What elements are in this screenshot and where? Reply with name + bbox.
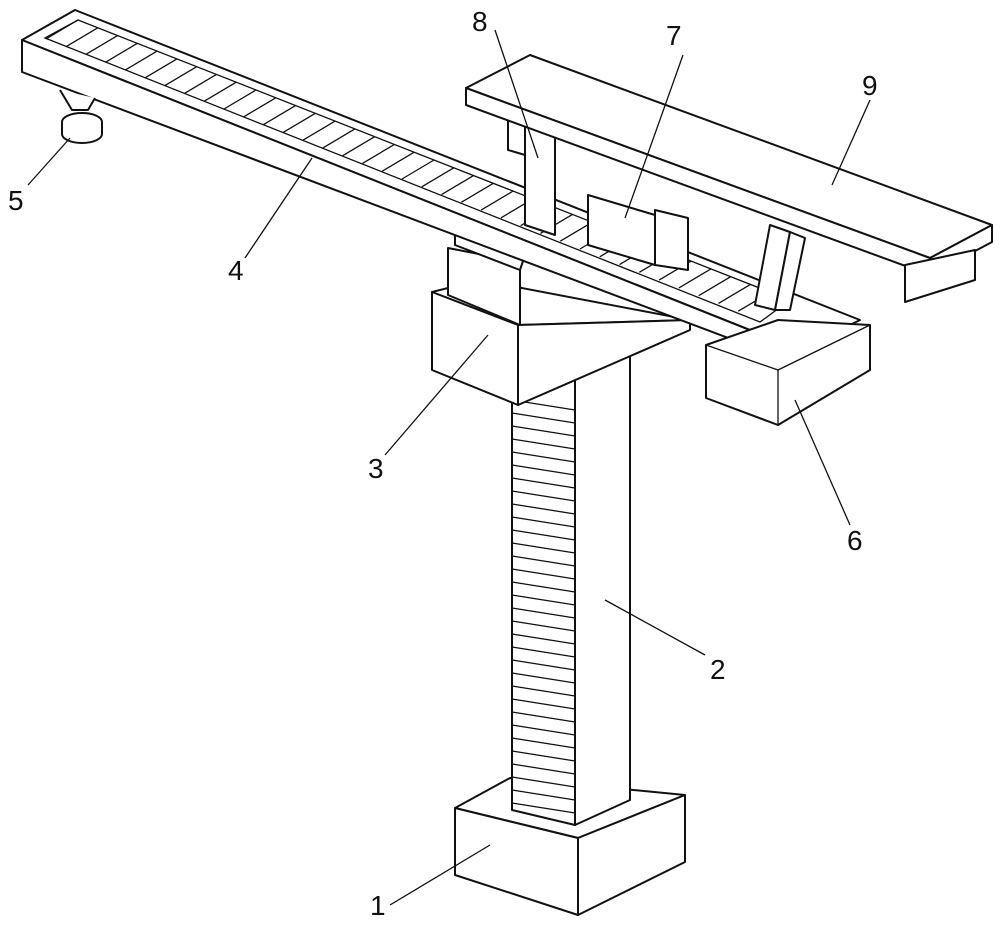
label-8: 8 [472, 8, 488, 36]
column [512, 355, 630, 825]
label-5: 5 [8, 187, 24, 215]
label-6: 6 [847, 527, 863, 555]
label-2: 2 [710, 656, 726, 684]
motor-box [706, 320, 870, 425]
label-9: 9 [862, 72, 878, 100]
label-7: 7 [666, 22, 682, 50]
label-4: 4 [228, 257, 244, 285]
label-1: 1 [370, 892, 386, 920]
label-3: 3 [368, 455, 384, 483]
